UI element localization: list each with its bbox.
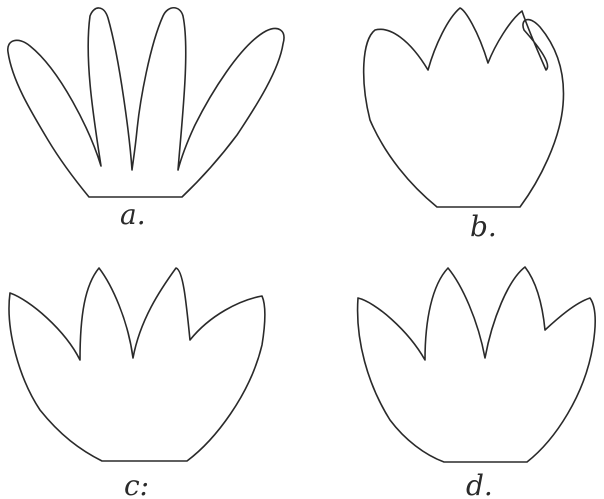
panel-c: c: bbox=[9, 268, 265, 499]
panel-b-label: b. bbox=[470, 210, 497, 243]
panel-a: a. bbox=[8, 8, 284, 231]
panel-a-outline bbox=[8, 8, 284, 197]
panel-d-outline bbox=[358, 267, 596, 462]
panel-c-label: c: bbox=[124, 469, 149, 499]
panel-b: b. bbox=[364, 8, 564, 243]
panel-c-outline bbox=[9, 268, 265, 461]
panel-b-outline bbox=[364, 8, 564, 207]
panel-d: d. bbox=[358, 267, 596, 499]
panel-a-label: a. bbox=[120, 198, 146, 231]
panel-d-label: d. bbox=[466, 469, 493, 499]
